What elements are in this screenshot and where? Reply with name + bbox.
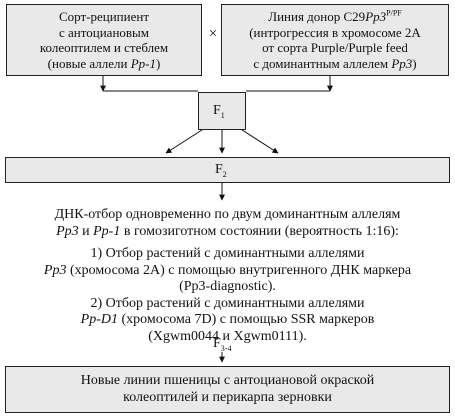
step1-line-3: (Pp3-diagnostic). bbox=[179, 279, 276, 294]
f2-box: F2 bbox=[5, 157, 450, 183]
donor-line-3: от сорта Purple/Purple feed bbox=[262, 40, 408, 56]
f2-label: F2 bbox=[215, 162, 227, 179]
f1-box: F1 bbox=[198, 92, 246, 130]
step2-line-2: Pp-D1 (хромосома 7D) с помощью SSR марке… bbox=[80, 312, 375, 327]
step2-line-1: 2) Отбор растений с доминантными аллелям… bbox=[90, 295, 365, 311]
arrow-f1-left bbox=[165, 127, 206, 154]
step1-line-1: 1) Отбор растений с доминантными аллелям… bbox=[90, 246, 365, 261]
step2-line-3: (Xgwm0044 и Xgwm0111). bbox=[148, 328, 307, 344]
gene-pp1: Pp-1 bbox=[130, 55, 156, 71]
step1-line-2: Pp3 (хромосома 2А) с помощью внутригенно… bbox=[43, 262, 412, 278]
selection-line-2: Pp3 и Pp-1 в гомозиготном состоянии (вер… bbox=[56, 223, 399, 239]
donor-line-1: Линия донор С29Pp3P/PF bbox=[268, 8, 402, 24]
f1-label: F1 bbox=[213, 103, 225, 120]
recipient-line-2: с антоциановым bbox=[59, 24, 149, 40]
arrow-f1-right bbox=[238, 127, 279, 154]
recipient-box: Сорт-реципиент с антоциановым колеоптиле… bbox=[6, 4, 202, 76]
result-box: Новые линии пшеницы с антоциановой окрас… bbox=[5, 366, 450, 413]
cross-symbol: × bbox=[208, 26, 218, 42]
selection-text: ДНК-отбор одновременно по двум доминантн… bbox=[0, 207, 455, 345]
recipient-line-3: колеоптилем и стеблем bbox=[39, 40, 169, 56]
recipient-line-1: Сорт-реципиент bbox=[58, 9, 150, 24]
donor-box: Линия донор С29Pp3P/PF (интрогрессия в х… bbox=[221, 4, 449, 76]
result-line-2: колеоптилей и перикарпа зерновки bbox=[123, 389, 332, 405]
f34-label: F3-4 bbox=[213, 336, 232, 353]
selection-line-1: ДНК-отбор одновременно по двум доминантн… bbox=[54, 207, 401, 222]
recipient-line-4: (новые аллели Pp-1) bbox=[47, 55, 161, 71]
result-line-1: Новые линии пшеницы с антоциановой окрас… bbox=[80, 373, 375, 388]
donor-line-2: (интрогрессия в хромосоме 2А bbox=[249, 24, 421, 40]
donor-line-4: с доминантным аллелем Pp3) bbox=[253, 55, 417, 71]
